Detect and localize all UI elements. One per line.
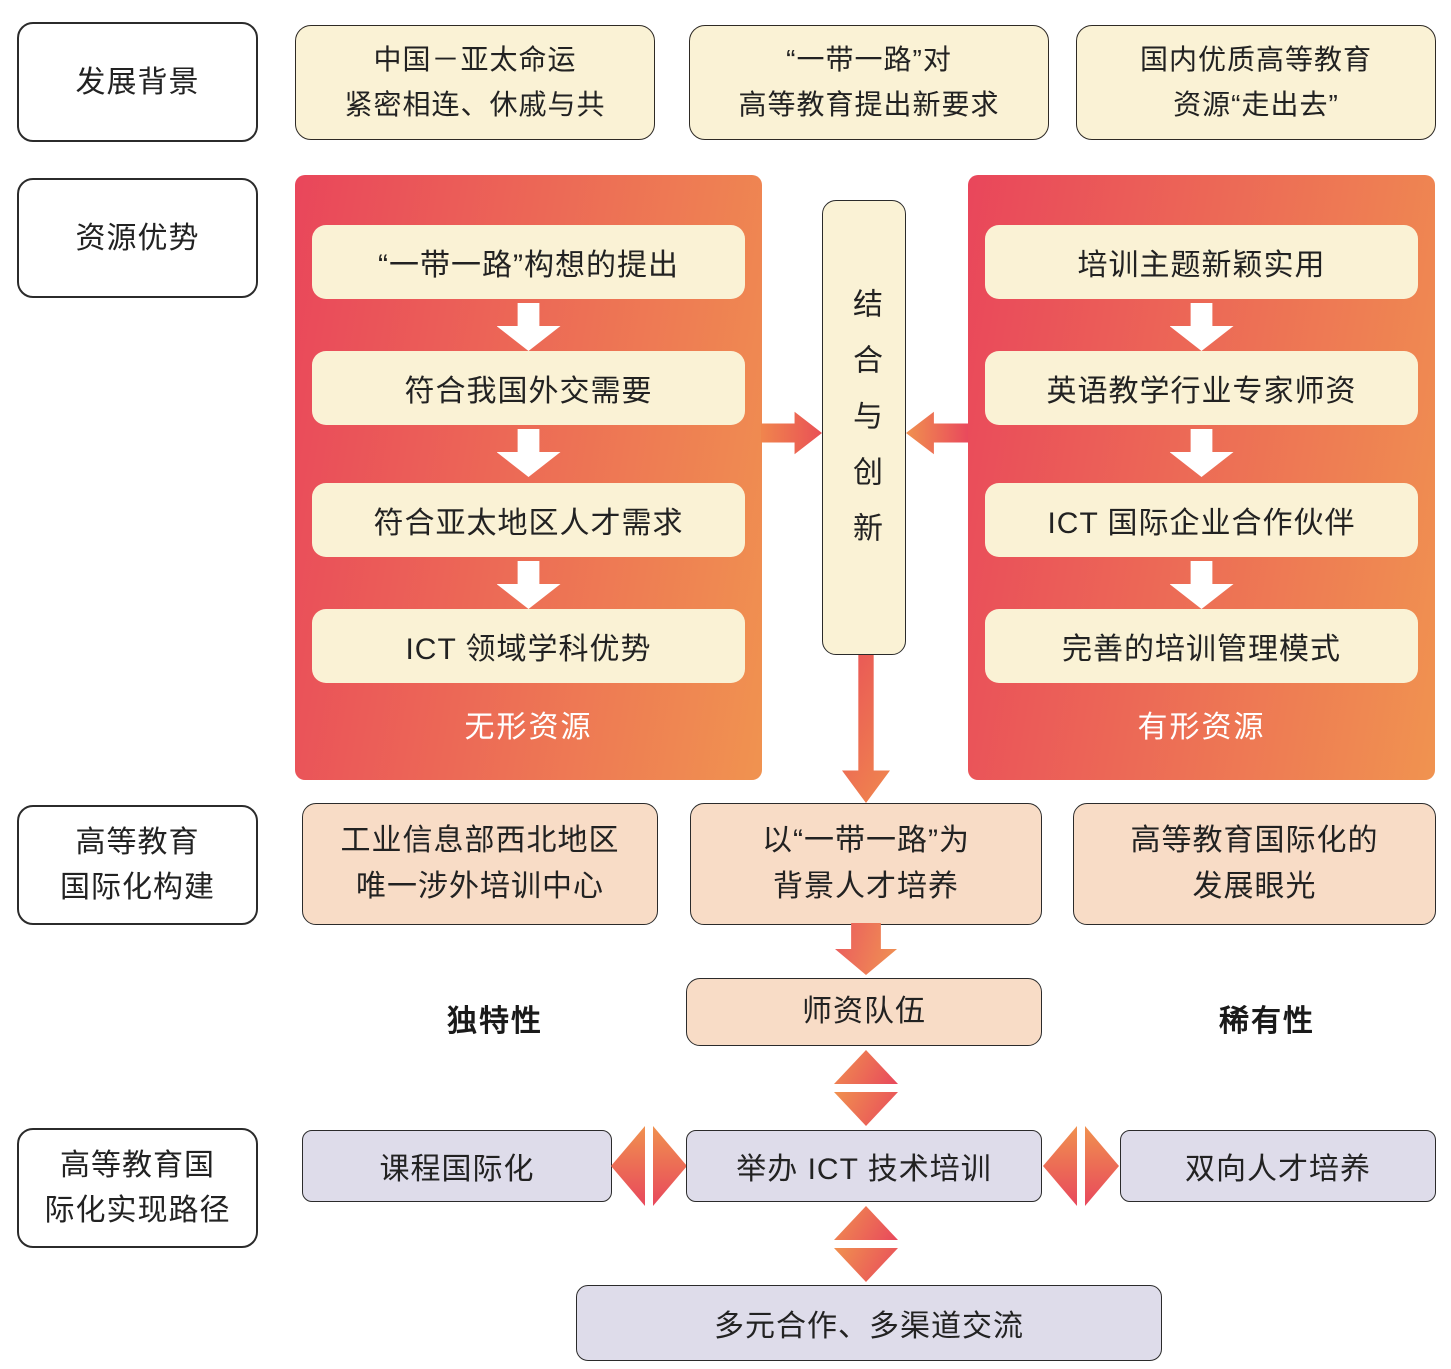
combine-innovate-box: 结合与创新 — [822, 200, 906, 655]
left-triangle — [611, 1126, 645, 1206]
row-label-paths-line2: 际化实现路径 — [44, 1194, 231, 1227]
double-arrow-horizontal-icon — [1043, 1126, 1119, 1206]
background-box-1-line1: 中国－亚太命运 — [373, 43, 577, 75]
background-box-2: “一带一路”对 高等教育提出新要求 — [689, 25, 1049, 140]
construction-box-3-line2: 发展眼光 — [1192, 870, 1317, 903]
path-box-3: 双向人才培养 — [1120, 1130, 1436, 1202]
double-arrow-vertical-icon — [834, 1206, 898, 1282]
double-arrow-horizontal-icon — [611, 1126, 687, 1206]
left-panel-caption: 无形资源 — [464, 711, 593, 744]
path-box-3-text: 双向人才培养 — [1185, 1153, 1371, 1186]
background-box-2-line2: 高等教育提出新要求 — [738, 88, 1000, 120]
right-panel-caption: 有形资源 — [1137, 711, 1266, 744]
row-label-background-text: 发展背景 — [75, 65, 200, 99]
row-label-construction: 高等教育 国际化构建 — [17, 805, 258, 925]
background-box-3-line1: 国内优质高等教育 — [1139, 43, 1372, 75]
left-step-1: “一带一路”构想的提出 — [312, 225, 745, 299]
bottom-box-text: 多元合作、多渠道交流 — [714, 1310, 1024, 1343]
teacher-team-box: 师资队伍 — [686, 978, 1042, 1046]
right-step-2: 英语教学行业专家师资 — [985, 351, 1418, 425]
down-arrow-icon — [1169, 561, 1234, 609]
right-triangle — [1085, 1126, 1119, 1206]
left-step-3: 符合亚太地区人才需求 — [312, 483, 745, 557]
path-box-1: 课程国际化 — [302, 1130, 612, 1202]
right-step-1: 培训主题新颖实用 — [985, 225, 1418, 299]
row-label-background: 发展背景 — [17, 22, 258, 142]
down-arrow-icon — [496, 303, 561, 351]
background-box-3-line2: 资源“走出去” — [1173, 88, 1339, 120]
bottom-box: 多元合作、多渠道交流 — [576, 1285, 1162, 1361]
row-label-paths: 高等教育国 际化实现路径 — [17, 1128, 258, 1248]
double-arrow-vertical-icon — [834, 1050, 898, 1126]
left-step-4: ICT 领域学科优势 — [312, 609, 745, 683]
down-arrow-icon — [1169, 429, 1234, 477]
right-arrow-icon — [761, 411, 822, 455]
up-triangle — [834, 1206, 898, 1240]
intangible-resources-panel: “一带一路”构想的提出 符合我国外交需要 符合亚太地区人才需求 ICT 领域学科… — [295, 175, 762, 780]
left-step-2: 符合我国外交需要 — [312, 351, 745, 425]
down-arrow-icon — [842, 655, 890, 803]
left-triangle — [1043, 1126, 1077, 1206]
down-arrow-icon — [496, 561, 561, 609]
background-box-3: 国内优质高等教育 资源“走出去” — [1076, 25, 1436, 140]
construction-box-1-line1: 工业信息部西北地区 — [340, 823, 620, 857]
right-step-3: ICT 国际企业合作伙伴 — [985, 483, 1418, 557]
background-box-1-line2: 紧密相连、休戚与共 — [344, 88, 606, 120]
construction-box-2: 以“一带一路”为 背景人才培养 — [690, 803, 1042, 925]
left-arrow-icon — [906, 411, 968, 455]
down-arrow-icon — [1169, 303, 1234, 351]
rarity-note: 稀有性 — [1219, 1005, 1315, 1038]
down-triangle — [834, 1248, 898, 1282]
row-label-construction-line2: 国际化构建 — [60, 871, 215, 904]
tangible-resources-panel: 培训主题新颖实用 英语教学行业专家师资 ICT 国际企业合作伙伴 完善的培训管理… — [968, 175, 1435, 780]
combine-innovate-text: 结合与创新 — [848, 287, 881, 568]
teacher-team-text: 师资队伍 — [802, 994, 926, 1028]
construction-box-1-line2: 唯一涉外培训中心 — [356, 870, 604, 903]
down-triangle — [834, 1092, 898, 1126]
row-label-paths-line1: 高等教育国 — [60, 1149, 215, 1182]
construction-box-2-line1: 以“一带一路”为 — [762, 823, 970, 857]
construction-box-3-line1: 高等教育国际化的 — [1130, 823, 1379, 857]
right-triangle — [653, 1126, 687, 1206]
down-arrow-icon — [835, 923, 897, 975]
path-box-1-text: 课程国际化 — [379, 1153, 535, 1186]
row-label-resources-text: 资源优势 — [75, 221, 200, 255]
path-box-2-text: 举办 ICT 技术培训 — [736, 1153, 992, 1186]
row-label-resources: 资源优势 — [17, 178, 258, 298]
up-triangle — [834, 1050, 898, 1084]
construction-box-1: 工业信息部西北地区 唯一涉外培训中心 — [302, 803, 658, 925]
background-box-2-line1: “一带一路”对 — [786, 43, 952, 75]
construction-box-3: 高等教育国际化的 发展眼光 — [1073, 803, 1436, 925]
row-label-construction-line1: 高等教育 — [75, 826, 200, 859]
construction-box-2-line2: 背景人才培养 — [773, 870, 959, 903]
uniqueness-note: 独特性 — [447, 1005, 543, 1038]
right-step-4: 完善的培训管理模式 — [985, 609, 1418, 683]
background-box-1: 中国－亚太命运 紧密相连、休戚与共 — [295, 25, 655, 140]
path-box-2: 举办 ICT 技术培训 — [686, 1130, 1042, 1202]
down-arrow-icon — [496, 429, 561, 477]
